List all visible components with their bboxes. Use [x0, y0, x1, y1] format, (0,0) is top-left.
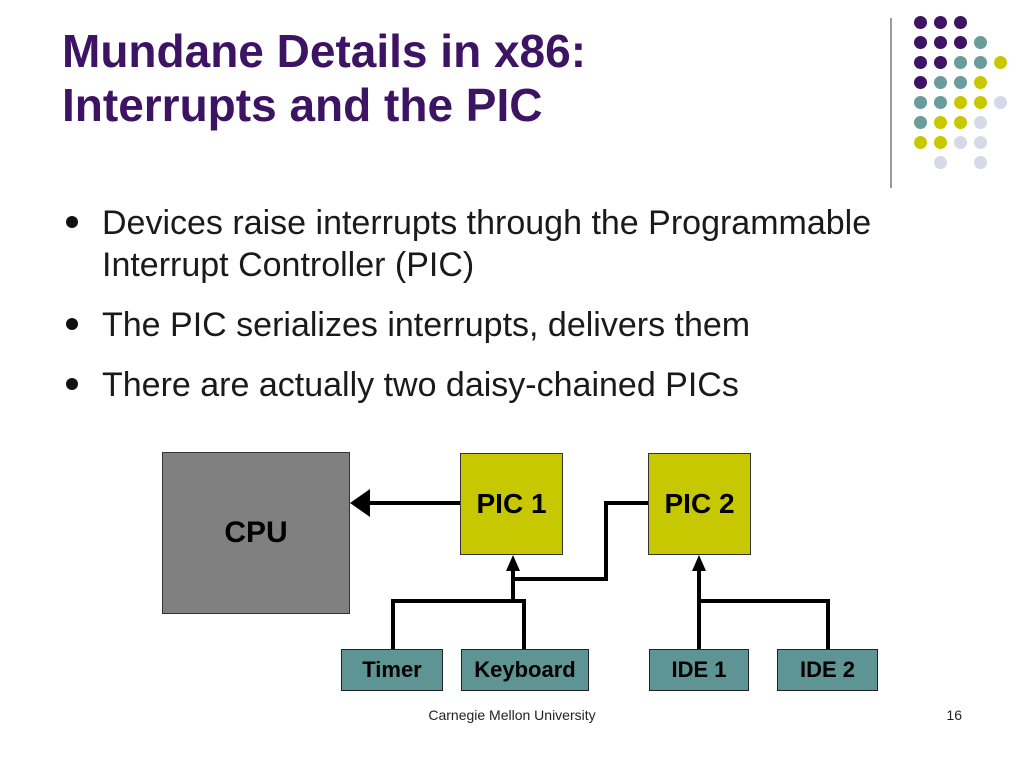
pic1-box: PIC 1	[460, 453, 563, 555]
decorative-dot	[934, 56, 947, 69]
decorative-divider	[890, 18, 892, 188]
decorative-dot	[994, 56, 1007, 69]
decorative-dot	[974, 96, 987, 109]
bullet-dot	[66, 378, 78, 390]
ide-bus	[697, 599, 830, 649]
cpu-label: CPU	[224, 516, 288, 549]
pic1-label: PIC 1	[476, 488, 547, 519]
timer-keyboard-bus	[391, 599, 526, 649]
decorative-dot	[914, 16, 927, 29]
decorative-dot	[974, 156, 987, 169]
bullet-item: Devices raise interrupts through the Pro…	[66, 202, 966, 286]
arrow-head-to-pic1	[506, 555, 520, 571]
ide1-box: IDE 1	[649, 649, 749, 691]
ide2-label: IDE 2	[799, 657, 856, 682]
cpu-box: CPU	[162, 452, 350, 614]
arrow-head-to-cpu	[350, 489, 370, 517]
bullet-text: The PIC serializes interrupts, delivers …	[102, 306, 751, 344]
decorative-dot-grid	[904, 12, 1014, 172]
decorative-dot	[914, 96, 927, 109]
decorative-dot	[914, 116, 927, 129]
footer-text: Carnegie Mellon University	[428, 707, 596, 723]
bullet-text: Devices raise interrupts through the Pro…	[102, 204, 872, 284]
decorative-dot	[974, 56, 987, 69]
decorative-dot	[954, 76, 967, 89]
decorative-dot	[914, 76, 927, 89]
keyboard-box: Keyboard	[461, 649, 589, 691]
decorative-dot	[934, 96, 947, 109]
page-number: 16	[946, 707, 962, 723]
decorative-dot	[974, 36, 987, 49]
bullet-dot	[66, 318, 78, 330]
arrow-head-to-pic2	[692, 555, 706, 571]
decorative-dot	[954, 16, 967, 29]
decorative-dot	[954, 136, 967, 149]
bullet-text: There are actually two daisy-chained PIC…	[102, 366, 739, 404]
pic2-box: PIC 2	[648, 453, 751, 555]
ide1-label: IDE 1	[671, 657, 727, 682]
decorative-dot	[934, 156, 947, 169]
decorative-dot	[934, 16, 947, 29]
timer-box: Timer	[341, 649, 443, 691]
decorative-dot	[954, 36, 967, 49]
decorative-dot	[934, 36, 947, 49]
decorative-dot	[974, 136, 987, 149]
slide-title-line-1: Mundane Details in x86:	[62, 25, 587, 77]
decorative-dot	[974, 116, 987, 129]
decorative-dot	[934, 136, 947, 149]
decorative-dot	[974, 76, 987, 89]
slide-title: Mundane Details in x86: Interrupts and t…	[62, 24, 586, 132]
pic2-to-pic1-cascade-line	[513, 501, 648, 581]
decorative-dot	[914, 136, 927, 149]
pic2-label: PIC 2	[664, 488, 735, 519]
decorative-dot	[914, 36, 927, 49]
decorative-dot	[954, 96, 967, 109]
bullet-list: Devices raise interrupts through the Pro…	[66, 202, 966, 424]
decorative-dot	[954, 116, 967, 129]
bullet-item: There are actually two daisy-chained PIC…	[66, 364, 966, 406]
decorative-dot	[934, 116, 947, 129]
keyboard-label: Keyboard	[474, 657, 576, 682]
decorative-dot	[954, 56, 967, 69]
decorative-dot	[994, 96, 1007, 109]
ide2-box: IDE 2	[777, 649, 878, 691]
timer-label: Timer	[362, 657, 422, 682]
bullet-item: The PIC serializes interrupts, delivers …	[66, 304, 966, 346]
slide-title-line-2: Interrupts and the PIC	[62, 79, 543, 131]
bullet-dot	[66, 216, 78, 228]
decorative-dot	[934, 76, 947, 89]
decorative-dot	[914, 56, 927, 69]
